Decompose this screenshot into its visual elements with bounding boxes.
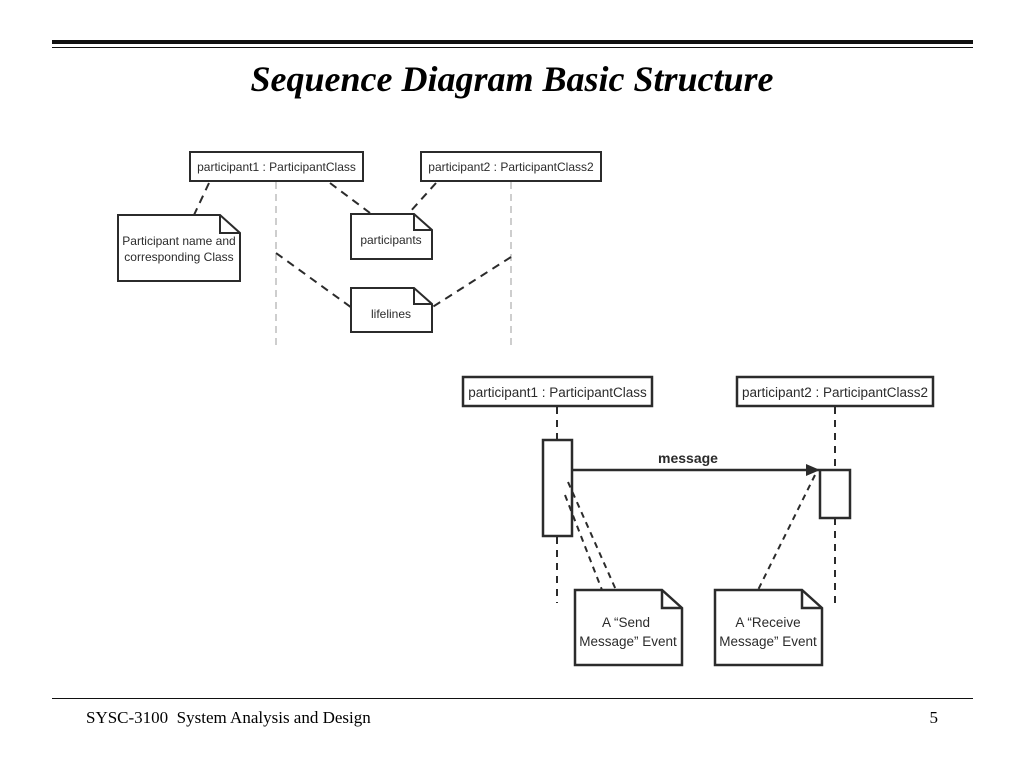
- top-participant1-box: participant1 : ParticipantClass: [189, 151, 364, 182]
- note-participant-name-line1: Participant name and: [122, 234, 235, 248]
- top-participant2-label: participant2 : ParticipantClass2: [428, 160, 594, 174]
- receive-event-connector: [757, 474, 816, 591]
- send-event-connector-1: [567, 481, 617, 591]
- note-participant-name-line2: corresponding Class: [124, 250, 233, 264]
- send-event-connector-2: [572, 470, 628, 585]
- footer-rule: [52, 698, 973, 699]
- footer-course-title: SYSC-3100 System Analysis and Design: [86, 708, 371, 727]
- note-lifelines-label: lifelines: [371, 307, 411, 321]
- send-event-connector-3: [564, 494, 603, 591]
- page-number: 5: [929, 708, 939, 727]
- bottom-participant2-label: participant2 : ParticipantClass2: [742, 385, 928, 400]
- activation-bar-receiver: [818, 468, 852, 520]
- activation-bar-sender: [541, 438, 574, 538]
- note-participants: participants: [350, 213, 433, 260]
- note-participant-name: Participant name and corresponding Class: [117, 214, 241, 282]
- note-lifelines: lifelines: [350, 287, 433, 333]
- bottom-participant2-box: participant2 : ParticipantClass2: [735, 375, 935, 408]
- slide-title: Sequence Diagram Basic Structure: [250, 59, 774, 99]
- bottom-participant1-label: participant1 : ParticipantClass: [468, 385, 647, 400]
- top-connector-participant2: [408, 182, 437, 214]
- bottom-participant1-box: participant1 : ParticipantClass: [461, 375, 654, 408]
- note-send-event: A “Send Message” Event: [573, 588, 684, 667]
- note-receive-event: A “Receive Message” Event: [713, 588, 824, 667]
- note-send-event-line1: A “Send: [602, 615, 650, 630]
- top-diagram: participant1 : ParticipantClass particip…: [117, 151, 602, 348]
- note-participants-label: participants: [360, 233, 421, 247]
- message-label: message: [658, 450, 718, 466]
- top-participant2-box: participant2 : ParticipantClass2: [420, 151, 602, 182]
- top-participant1-label: participant1 : ParticipantClass: [197, 160, 356, 174]
- top-connector-lifeline2: [430, 256, 512, 309]
- top-connector-lifeline1: [275, 252, 353, 309]
- top-connector-participant1: [329, 182, 371, 214]
- top-connector-name-note: [193, 182, 210, 216]
- header-rule-thin: [52, 47, 973, 48]
- note-receive-event-line2: Message” Event: [719, 634, 817, 649]
- note-receive-event-line1: A “Receive: [735, 615, 800, 630]
- bottom-diagram: participant1 : ParticipantClass particip…: [461, 375, 935, 667]
- note-send-event-line2: Message” Event: [579, 634, 677, 649]
- header-rule-thick: [52, 40, 973, 44]
